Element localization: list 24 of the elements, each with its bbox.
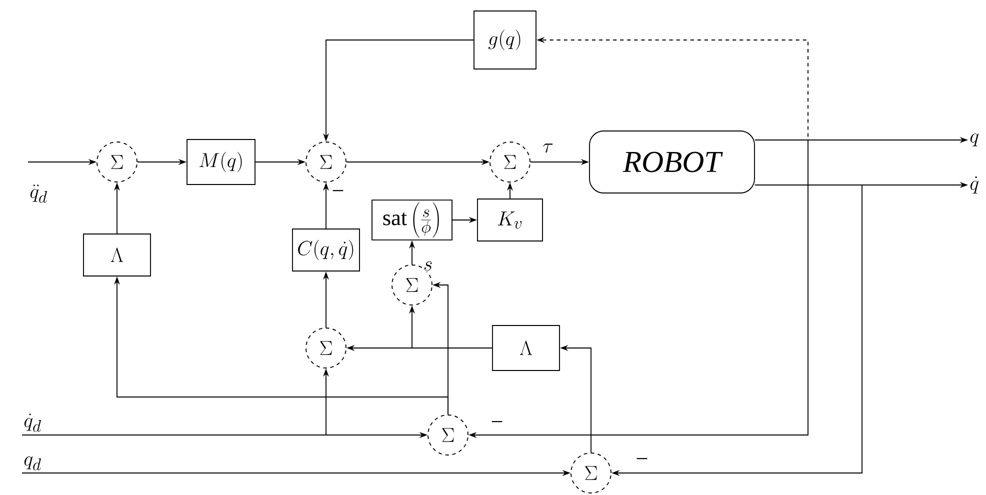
minus-sign: −: [636, 458, 648, 460]
minus-sign: −: [492, 421, 502, 422]
summing-junction: $\Sigma$: [490, 142, 530, 182]
block-box: $\mathrm{sat}\left(\frac{s}{\phi}\right)$: [372, 200, 452, 240]
block-box: $g(q)$: [474, 10, 536, 70]
block-box: $\Lambda$: [492, 325, 560, 371]
edge-label: $\tau$: [541, 142, 555, 154]
signal-label: $q_d$: [24, 456, 41, 470]
edge-label: $s$: [422, 260, 434, 272]
block-box: $\Lambda$: [83, 234, 151, 276]
signal-label: $\dot{q}_d$: [24, 414, 41, 432]
robot-box: ROBOT: [589, 130, 755, 194]
signal-label: $\dot{q}$: [970, 176, 979, 194]
block-box: $C(q,\dot{q})$: [292, 228, 360, 272]
block-box: $M(q)$: [186, 139, 256, 185]
minus-sign: −: [332, 190, 344, 192]
signal-label: $q$: [970, 133, 979, 146]
summing-junction: $\Sigma$: [428, 414, 468, 456]
summing-junction: $\Sigma$: [570, 452, 612, 494]
summing-junction: $\Sigma$: [96, 142, 138, 182]
summing-junction: $\Sigma$: [306, 142, 346, 182]
summing-junction: $\Sigma$: [306, 328, 346, 368]
block-box: $K_v$: [477, 198, 543, 242]
signal-label: $\ddot{q}_d$: [30, 184, 47, 203]
